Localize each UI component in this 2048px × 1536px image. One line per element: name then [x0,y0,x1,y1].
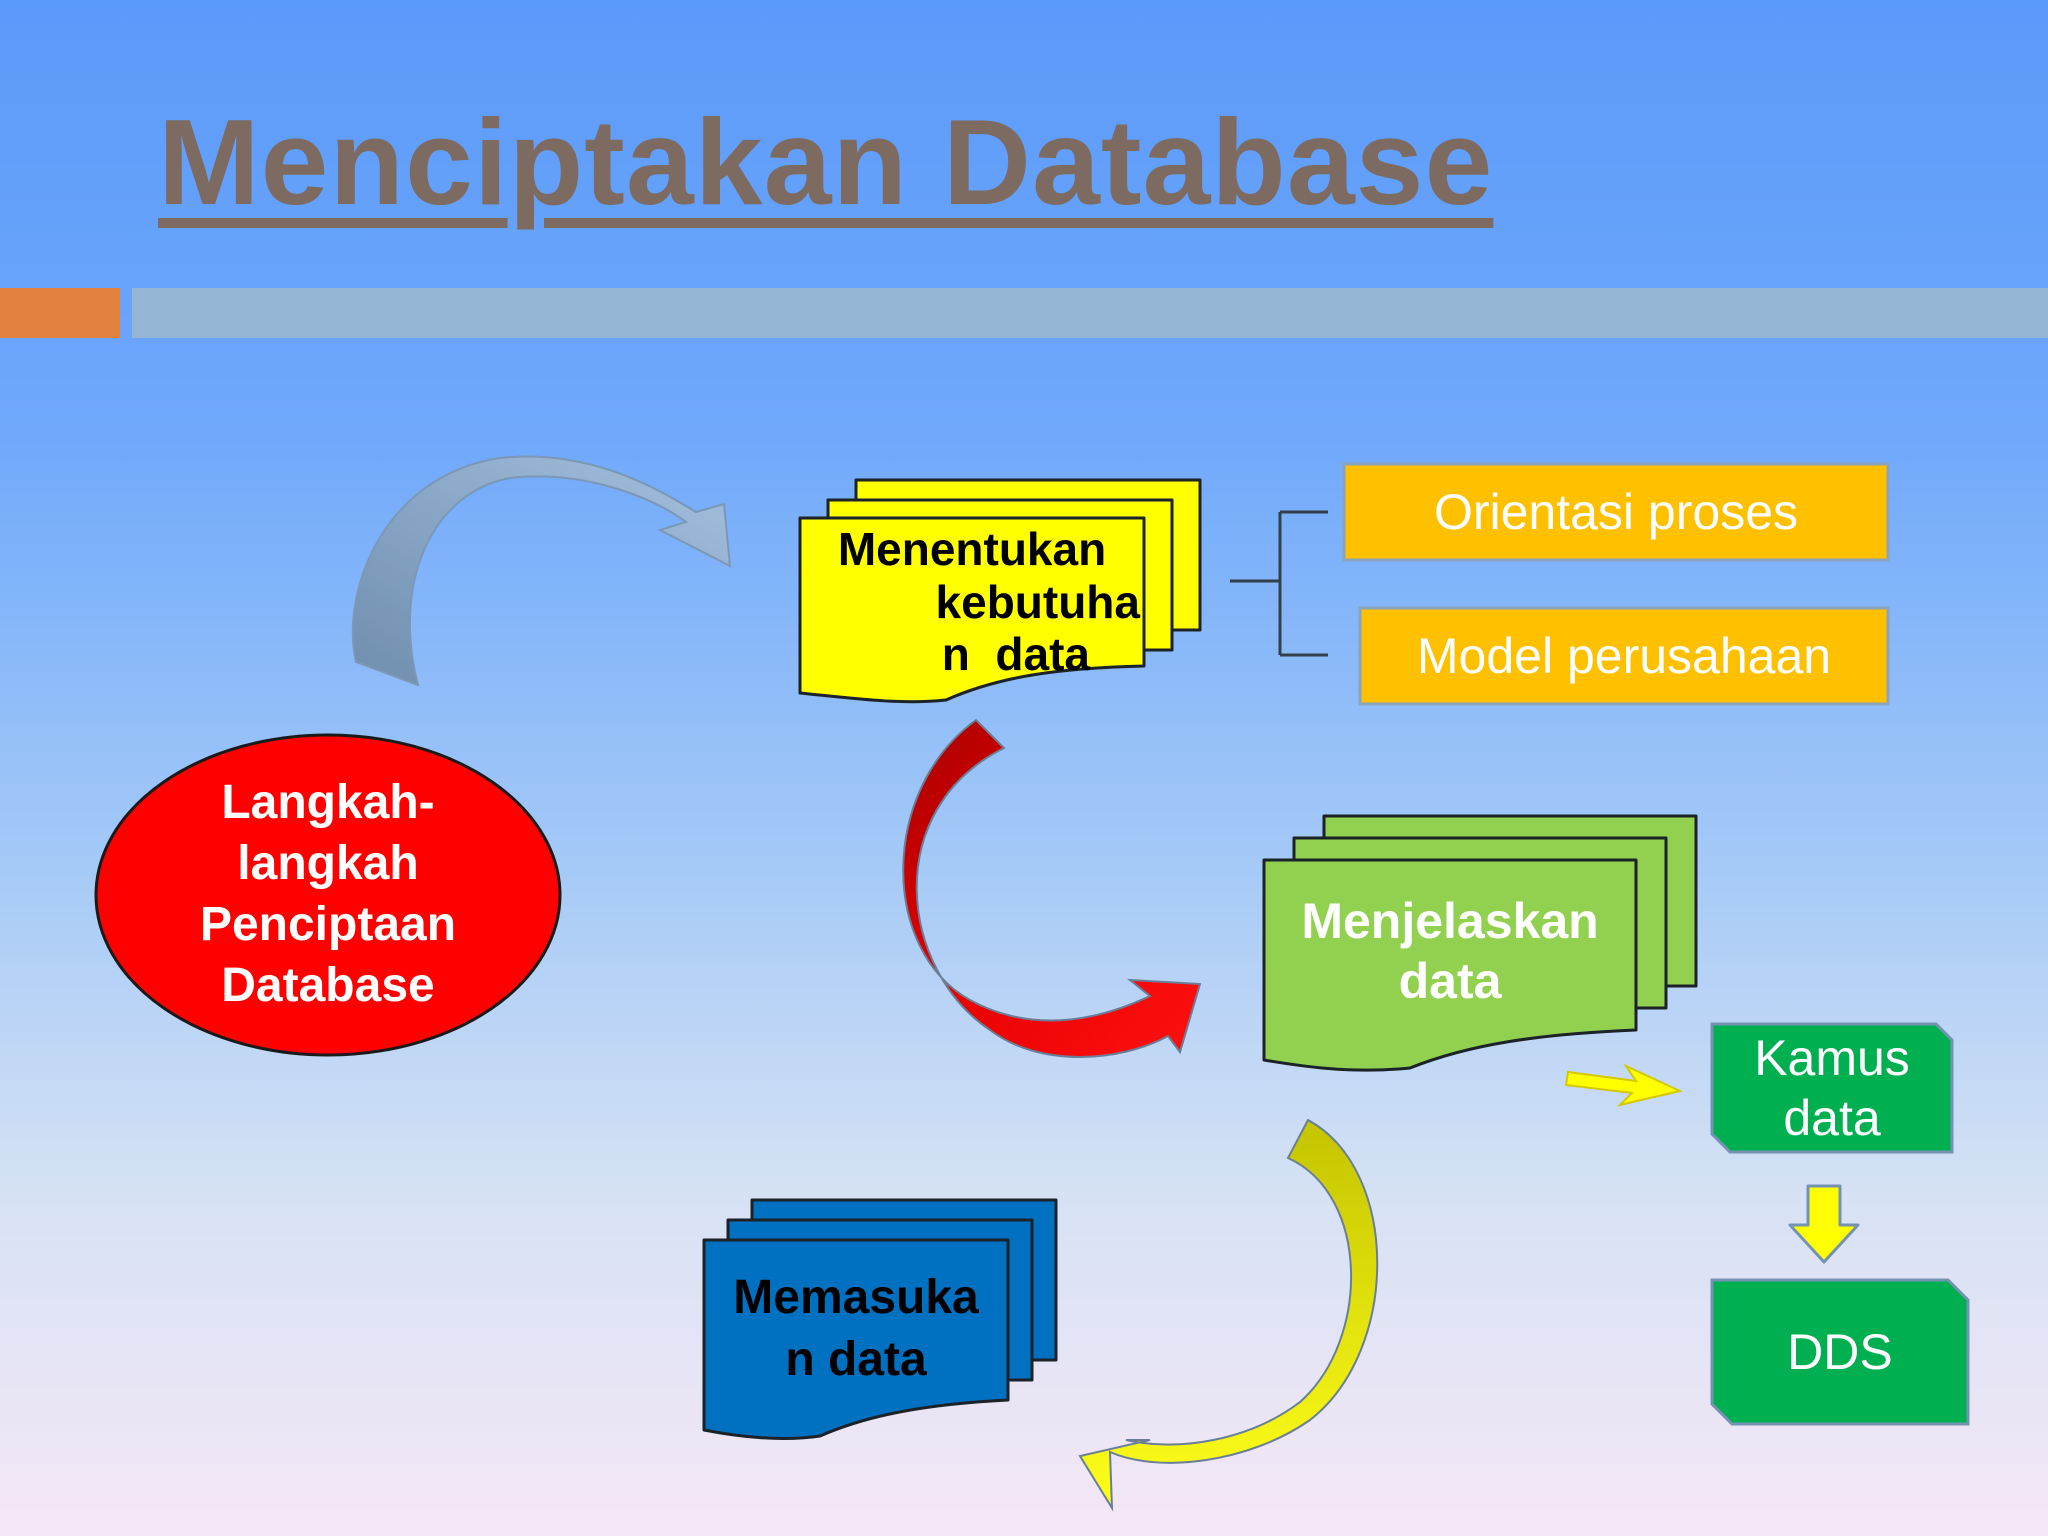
step1-line-1: Menentukan [837,522,1107,575]
start-line-4: Database [221,958,435,1012]
step1-label: Menentukan kebutuha n data [804,522,1144,682]
step2-label: Menjelaskan data [1264,876,1636,1026]
step2-line-1: Menjelaskan [1301,893,1599,949]
output-box-dds [1710,1278,1970,1426]
bracket-connector [1230,510,1328,657]
curved-arrow-yellow-icon [1078,1118,1379,1512]
step1-line-2: kebutuha [935,575,1140,628]
option-model-label: Model perusahaan [1416,628,1832,684]
start-line-3: Penciptaan [199,898,457,951]
header-accent-orange [0,288,120,338]
dds-label: DDS [1787,1324,1893,1380]
doc-step-blue [702,1198,1058,1440]
option-orientasi-label: Orientasi proses [1433,484,1799,540]
small-arrow-yellow-icon [1564,1063,1684,1107]
curved-arrow-gray-icon [351,455,732,687]
header-band [132,288,2048,338]
kamus-line-1: Kamus [1754,1030,1910,1086]
start-oval-label: Langkah- langkah Penciptaan Database [128,770,528,1020]
kamus-line-2: data [1783,1090,1881,1146]
curved-arrow-red-icon [902,718,1202,1058]
option-box-orientasi [1342,462,1890,562]
down-arrow-yellow-icon [1788,1184,1860,1264]
step3-line-1: Memasuka [733,1270,979,1324]
step2-line-2: data [1398,953,1502,1009]
doc-step-yellow [798,478,1202,704]
step3-label: Memasuka n data [704,1254,1008,1404]
doc-step-green [1262,814,1698,1072]
start-line-2: langkah [237,837,419,891]
output-box-kamus [1710,1022,1954,1154]
step3-line-2: n data [785,1333,927,1386]
step1-line-3: n data [941,628,1090,681]
start-line-1: Langkah- [221,776,435,830]
option-box-model [1358,606,1890,706]
slide-title: Menciptakan Database [158,94,1494,230]
kamus-label: Kamus data [1712,1024,1952,1152]
start-oval [94,733,562,1057]
